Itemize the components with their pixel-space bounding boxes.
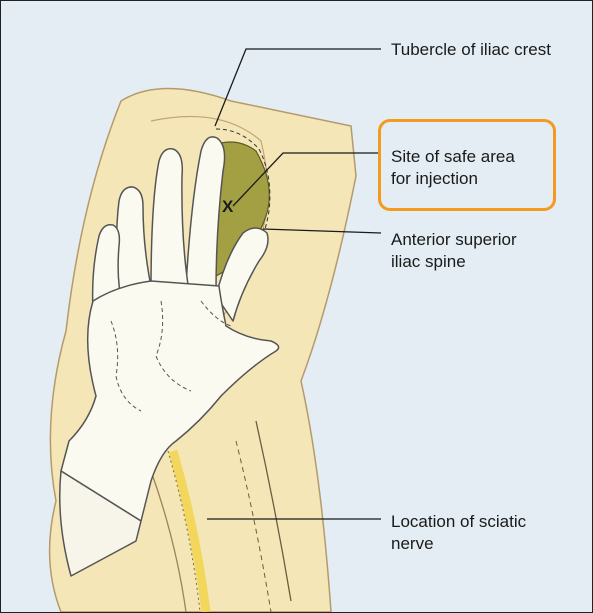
label-site-line1: Site of safe area [391, 146, 515, 168]
label-tubercle-of-iliac-crest: Tubercle of iliac crest [391, 39, 551, 61]
label-location-of-sciatic-nerve: Location of sciatic nerve [391, 511, 526, 555]
label-asis-line1: Anterior superior [391, 229, 517, 251]
injection-x-marker: X [222, 197, 233, 217]
label-site-line2: for injection [391, 168, 515, 190]
label-anterior-superior-iliac-spine: Anterior superior iliac spine [391, 229, 517, 273]
label-sciatic-line2: nerve [391, 533, 526, 555]
label-site-of-safe-area: Site of safe area for injection [391, 146, 515, 190]
label-sciatic-line1: Location of sciatic [391, 511, 526, 533]
label-tubercle-text: Tubercle of iliac crest [391, 40, 551, 59]
label-asis-line2: iliac spine [391, 251, 517, 273]
